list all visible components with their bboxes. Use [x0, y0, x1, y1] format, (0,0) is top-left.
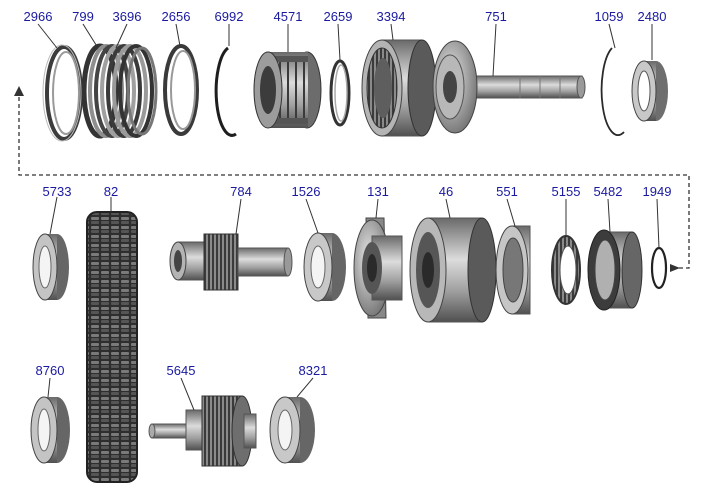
part-46-planetary-housing — [409, 217, 497, 323]
part-label-1059: 1059 — [594, 9, 624, 24]
part-784-input-gear — [169, 233, 293, 291]
part-label-751: 751 — [485, 9, 507, 24]
part-label-5482: 5482 — [593, 184, 623, 199]
part-label-2659: 2659 — [323, 9, 353, 24]
part-label-8321: 8321 — [298, 363, 328, 378]
arrow-head-icon — [14, 86, 680, 272]
part-label-5155: 5155 — [551, 184, 581, 199]
part-label-551: 551 — [496, 184, 518, 199]
part-1059-snap-ring — [600, 47, 625, 137]
part-label-131: 131 — [367, 184, 389, 199]
part-82-drive-chain — [86, 211, 138, 483]
part-label-3696: 3696 — [112, 9, 142, 24]
part-label-46: 46 — [438, 184, 454, 199]
part-label-6992: 6992 — [214, 9, 244, 24]
leader-lines — [37, 23, 660, 411]
part-label-5645: 5645 — [166, 363, 196, 378]
part-label-8760: 8760 — [35, 363, 65, 378]
part-label-1526: 1526 — [291, 184, 321, 199]
part-label-82: 82 — [103, 184, 119, 199]
flow-arrow-dashed — [18, 90, 690, 269]
part-2480-bearing — [631, 60, 668, 122]
part-2659-ring — [329, 59, 351, 127]
part-8760-bearing — [30, 396, 70, 464]
part-131-flange — [353, 217, 403, 319]
part-5155-roller-clutch — [551, 235, 581, 305]
part-8321-bearing — [269, 396, 315, 464]
part-label-799: 799 — [72, 9, 94, 24]
part-3394-ring-gear — [361, 39, 437, 137]
part-799-3696-clutch-pack — [81, 43, 158, 139]
part-label-2966: 2966 — [23, 9, 53, 24]
part-751-output-shaft — [432, 40, 586, 134]
part-551-ring — [495, 225, 531, 315]
part-1949-snap-ring — [650, 246, 668, 290]
part-2966-plate — [42, 44, 83, 142]
part-5733-bearing — [32, 233, 69, 301]
part-label-5733: 5733 — [42, 184, 72, 199]
part-2656-plate — [163, 44, 199, 136]
part-label-1949: 1949 — [642, 184, 672, 199]
part-4571-clutch-drum — [253, 51, 322, 129]
part-label-3394: 3394 — [376, 9, 406, 24]
part-label-2656: 2656 — [161, 9, 191, 24]
part-label-784: 784 — [230, 184, 252, 199]
part-label-2480: 2480 — [637, 9, 667, 24]
part-1526-bearing — [303, 232, 346, 302]
part-6992-snap-ring — [214, 46, 237, 137]
part-5645-sprocket — [148, 395, 257, 467]
part-5482-seal — [587, 229, 643, 311]
part-label-4571: 4571 — [273, 9, 303, 24]
